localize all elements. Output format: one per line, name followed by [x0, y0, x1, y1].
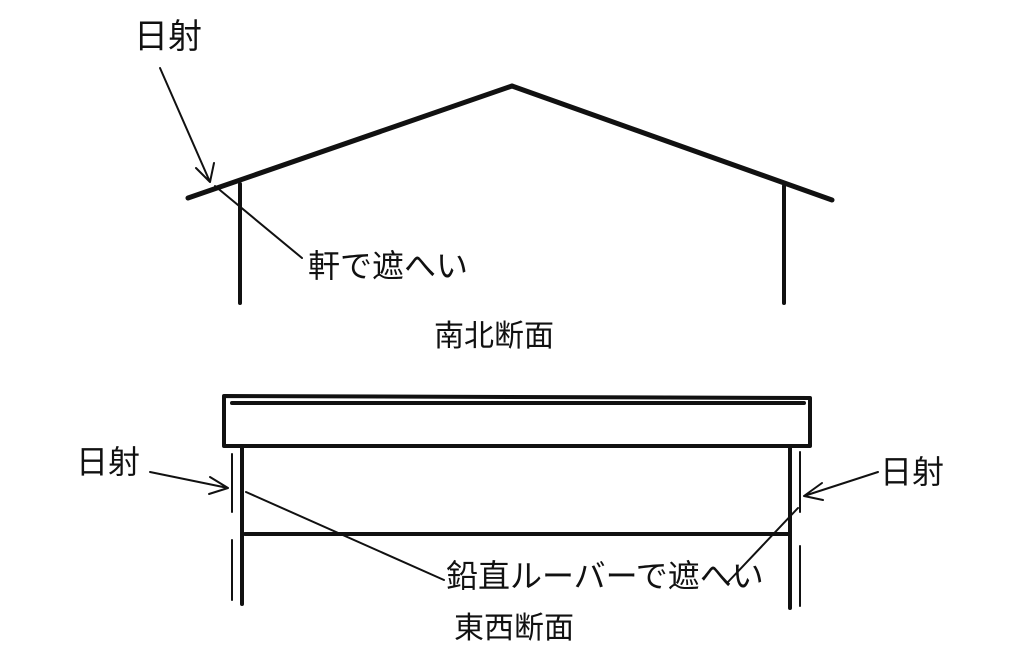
- sun-arrow-left: [149, 471, 229, 495]
- north-south-section: [159, 67, 835, 305]
- sun-arrow-right: [803, 471, 879, 501]
- roof-right-slope: [509, 83, 835, 203]
- sun-label-right: 日射: [880, 453, 945, 491]
- louver-leader-left: [245, 491, 445, 581]
- east-west-section-title: 東西断面: [454, 611, 574, 646]
- sun-label-top: 日射: [134, 17, 202, 57]
- roof-slab-outline: [222, 394, 812, 448]
- east-west-section: [149, 394, 879, 610]
- sun-label-left: 日射: [76, 443, 141, 481]
- north-south-section-title: 南北断面: [434, 319, 554, 354]
- louver-leader-right: [727, 507, 799, 583]
- eave-leader-line: [214, 185, 303, 259]
- louver-label: 鉛直ルーバーで遮へい: [446, 557, 764, 595]
- eave-label: 軒で遮へい: [308, 247, 469, 285]
- sun-arrow-top: [159, 67, 215, 183]
- roof-left-slope: [185, 83, 515, 201]
